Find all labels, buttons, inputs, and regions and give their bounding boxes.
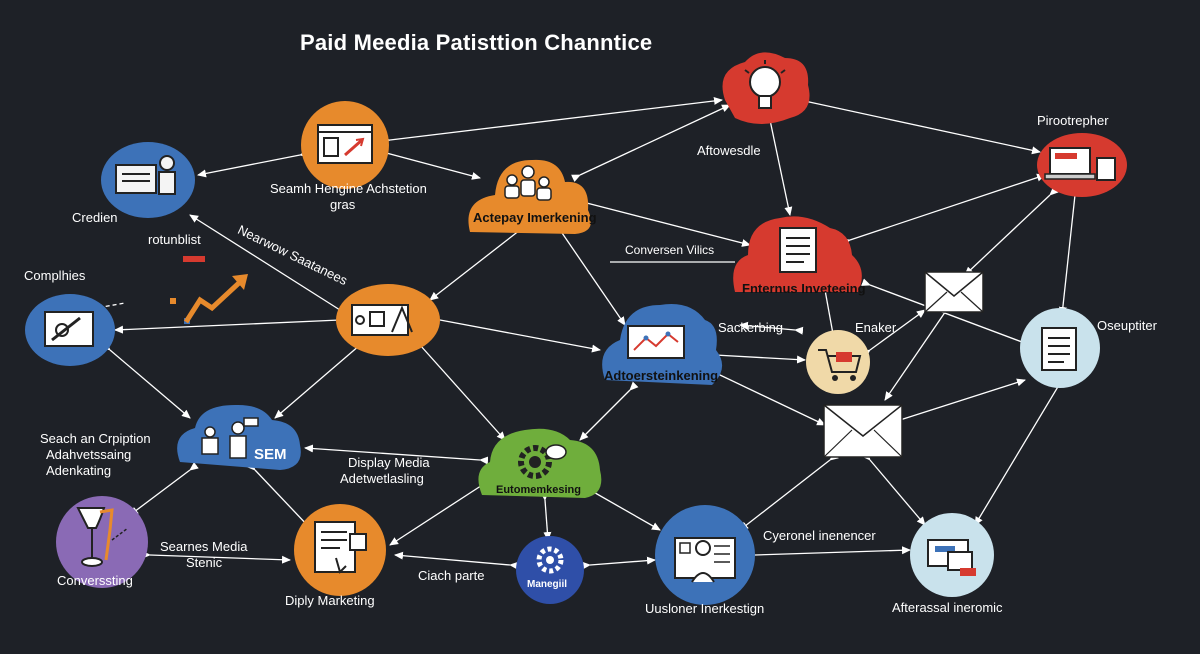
edge bbox=[141, 550, 291, 564]
complies-label: Complhies bbox=[24, 268, 86, 283]
edge bbox=[101, 341, 191, 419]
edge bbox=[764, 111, 793, 216]
eutomemkesing-label: Eutomemkesing bbox=[496, 484, 581, 496]
edge bbox=[791, 94, 1041, 155]
edge bbox=[540, 491, 552, 541]
edge bbox=[746, 546, 911, 560]
edge bbox=[394, 551, 519, 570]
edge bbox=[129, 462, 199, 516]
manage-gear-node[interactable] bbox=[516, 536, 584, 604]
fnternus-label: Fnternus Inveteeing bbox=[742, 281, 866, 296]
usioner-label: Uusloner Inerkestign bbox=[645, 601, 765, 616]
edge bbox=[411, 336, 506, 441]
page-title: Paid Meedia Patisttion Channtice bbox=[300, 30, 653, 55]
conversion-vilics-label: Conversen Vilics bbox=[625, 243, 715, 257]
afteassal-label: Afterassal ineromic bbox=[892, 600, 1003, 615]
edge bbox=[431, 314, 601, 353]
trophy-node[interactable] bbox=[56, 496, 148, 588]
actepay-label: Actepay Imerkening bbox=[473, 210, 597, 225]
edge bbox=[566, 194, 751, 247]
display-media-label-line2: Adetwetlasling bbox=[340, 471, 424, 486]
checklist-node[interactable] bbox=[1020, 308, 1100, 388]
routblist-label: rotunblist bbox=[148, 232, 201, 247]
edge bbox=[581, 556, 656, 570]
shopping-cart-node[interactable] bbox=[806, 330, 870, 394]
sem-cloud-node[interactable] bbox=[177, 404, 301, 470]
search-media-static-label-line2: Stenic bbox=[186, 555, 223, 570]
edge bbox=[964, 186, 1059, 276]
edge bbox=[552, 221, 626, 326]
user-research-node[interactable] bbox=[655, 505, 755, 605]
cyebrenal-label: Cyeronel inenencer bbox=[763, 528, 876, 543]
search-engine-label-line2: gras bbox=[330, 197, 356, 212]
enaker-label: Enaker bbox=[855, 320, 897, 335]
analytics-node[interactable] bbox=[336, 284, 440, 356]
clach-parte-label: Ciach parte bbox=[418, 568, 485, 583]
ossupitter-label: Oseuptiter bbox=[1097, 318, 1157, 333]
edge bbox=[706, 350, 806, 364]
edge bbox=[739, 451, 839, 531]
adversteinkening-label: Adtoersteinkening bbox=[604, 368, 719, 383]
search-cription-label-line3: Adenkating bbox=[46, 463, 112, 478]
presenter-node[interactable] bbox=[101, 142, 195, 218]
manegiil-label: Manegiil bbox=[527, 579, 568, 590]
edge bbox=[429, 221, 529, 301]
edge bbox=[571, 104, 731, 183]
edge bbox=[841, 173, 1046, 247]
edge bbox=[274, 336, 369, 419]
search-engine-label: Seamh Hengine Achstetion bbox=[270, 181, 427, 196]
display-marketing-node[interactable] bbox=[294, 504, 386, 596]
envelope-icon[interactable] bbox=[924, 271, 984, 313]
edge bbox=[189, 214, 349, 318]
edge bbox=[197, 149, 309, 178]
edge bbox=[304, 444, 489, 465]
edge bbox=[581, 482, 661, 531]
procter-label: Pirootrepher bbox=[1037, 113, 1109, 128]
edge bbox=[114, 315, 349, 334]
edge bbox=[974, 366, 1073, 526]
edge bbox=[1058, 186, 1080, 316]
idea-lightbulb-node[interactable] bbox=[722, 52, 810, 124]
edge bbox=[366, 144, 481, 180]
search-cription-label-line2: Adahvetssaing bbox=[46, 447, 132, 462]
edge bbox=[861, 451, 926, 526]
edge bbox=[579, 381, 639, 441]
credien-label: Credien bbox=[72, 210, 118, 225]
monitor-node[interactable] bbox=[25, 294, 115, 366]
sackerbing-label: Sackerbing bbox=[718, 320, 784, 335]
actepay-cloud-node[interactable] bbox=[468, 159, 592, 234]
idea-label: Aftowesdle bbox=[697, 143, 761, 158]
conversting-label: Converssting bbox=[57, 573, 133, 588]
settings-cloud-node[interactable] bbox=[478, 428, 602, 498]
laptop-node[interactable] bbox=[1037, 133, 1127, 197]
search-media-static-label: Searnes Media bbox=[160, 539, 248, 554]
analytics-cloud-node[interactable] bbox=[602, 304, 723, 385]
search-engine-node[interactable] bbox=[301, 101, 389, 189]
search-cription-label: Seach an Crpiption bbox=[40, 431, 151, 446]
display-media-label: Display Media bbox=[348, 455, 430, 470]
devices-node[interactable] bbox=[910, 513, 994, 597]
document-cloud-node[interactable] bbox=[733, 216, 862, 292]
display-marketing-label: Diply Marketing bbox=[285, 593, 375, 608]
growth-chart-icon bbox=[170, 256, 248, 324]
edge bbox=[739, 321, 804, 335]
edge bbox=[246, 461, 311, 529]
envelope-icon[interactable] bbox=[823, 404, 903, 458]
edge bbox=[711, 367, 826, 426]
edge bbox=[389, 472, 499, 546]
edge bbox=[884, 296, 958, 401]
sem-label: SEM bbox=[254, 446, 287, 463]
